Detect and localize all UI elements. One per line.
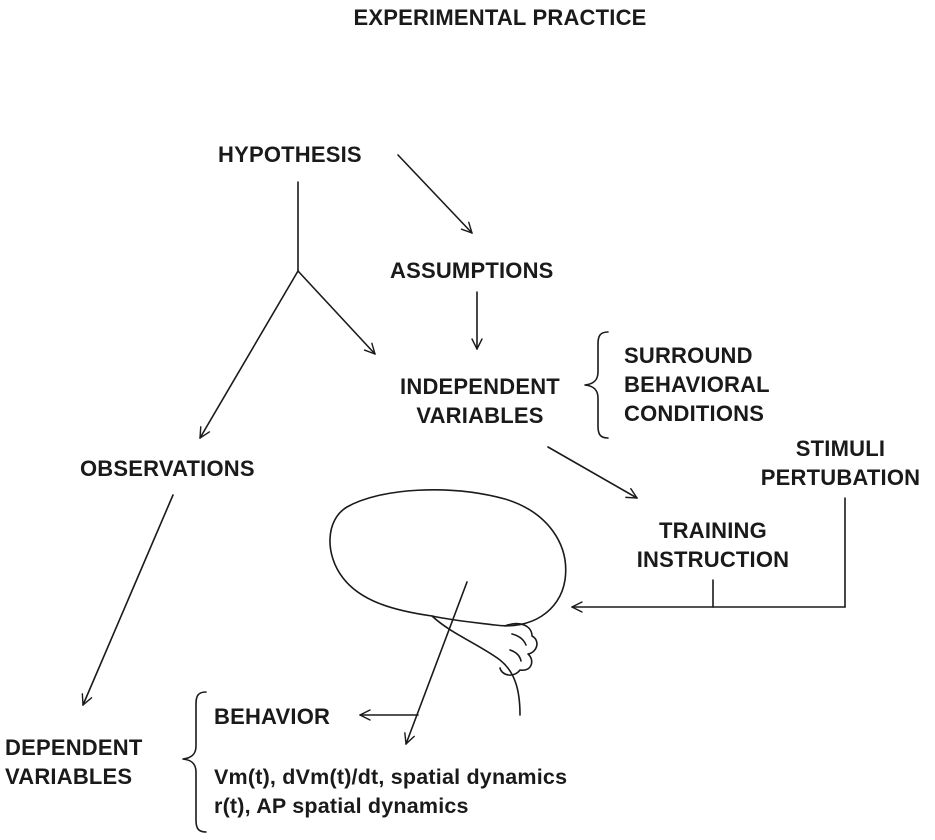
cerebellum-fold [511, 633, 527, 646]
brain-outline [329, 489, 567, 627]
independent-variables-line-2: VARIABLES [416, 403, 544, 428]
arrow-fork-to-independent-variables [297, 270, 376, 355]
dependent-variables-line-2: VARIABLES [5, 764, 133, 789]
arrow-observations-to-dependent-variables [81, 494, 174, 706]
arrow-brain-to-measures [404, 581, 468, 745]
dependent-variables-line-1: DEPENDENT [5, 735, 143, 760]
node-observations: OBSERVATIONS [80, 456, 255, 481]
arrow-fork-to-observations [199, 270, 299, 439]
training-instruction-line-2: INSTRUCTION [636, 547, 790, 572]
surround-conditions-line-1: SURROUND [624, 343, 753, 368]
node-stimuli-perturbation: STIMULI PERTUBATION [748, 434, 933, 492]
arrow-hypothesis-to-assumptions [397, 154, 473, 234]
arrow-independent-variables-to-training [547, 446, 638, 499]
cerebellum-fold [509, 649, 522, 662]
node-surround-conditions: SURROUND BEHAVIORAL CONDITIONS [624, 341, 770, 428]
brace-dependent-variables [182, 691, 207, 833]
brainstem-outline [431, 615, 521, 716]
surround-conditions-line-2: BEHAVIORAL [624, 372, 770, 397]
node-dependent-variables: DEPENDENT VARIABLES [5, 733, 143, 791]
measures-line-1: Vm(t), dVm(t)/dt, spatial dynamics [214, 765, 568, 789]
node-independent-variables: INDEPENDENT VARIABLES [380, 372, 580, 430]
node-training-instruction: TRAINING INSTRUCTION [612, 516, 814, 574]
stimuli-perturbation-line-1: STIMULI [795, 436, 886, 461]
node-assumptions: ASSUMPTIONS [390, 258, 554, 283]
node-hypothesis: HYPOTHESIS [218, 142, 362, 167]
node-behavior: BEHAVIOR [214, 704, 331, 729]
measures-line-2: r(t), AP spatial dynamics [214, 794, 469, 818]
surround-conditions-line-3: CONDITIONS [624, 401, 765, 426]
cerebellum-outline [499, 622, 538, 676]
stimuli-perturbation-line-2: PERTUBATION [760, 465, 921, 490]
diagram-title: EXPERIMENTAL PRACTICE [353, 5, 647, 30]
node-measures: Vm(t), dVm(t)/dt, spatial dynamics r(t),… [214, 763, 567, 821]
independent-variables-line-1: INDEPENDENT [400, 374, 560, 399]
training-instruction-line-1: TRAINING [659, 518, 767, 543]
brace-surround-conditions [584, 331, 609, 439]
